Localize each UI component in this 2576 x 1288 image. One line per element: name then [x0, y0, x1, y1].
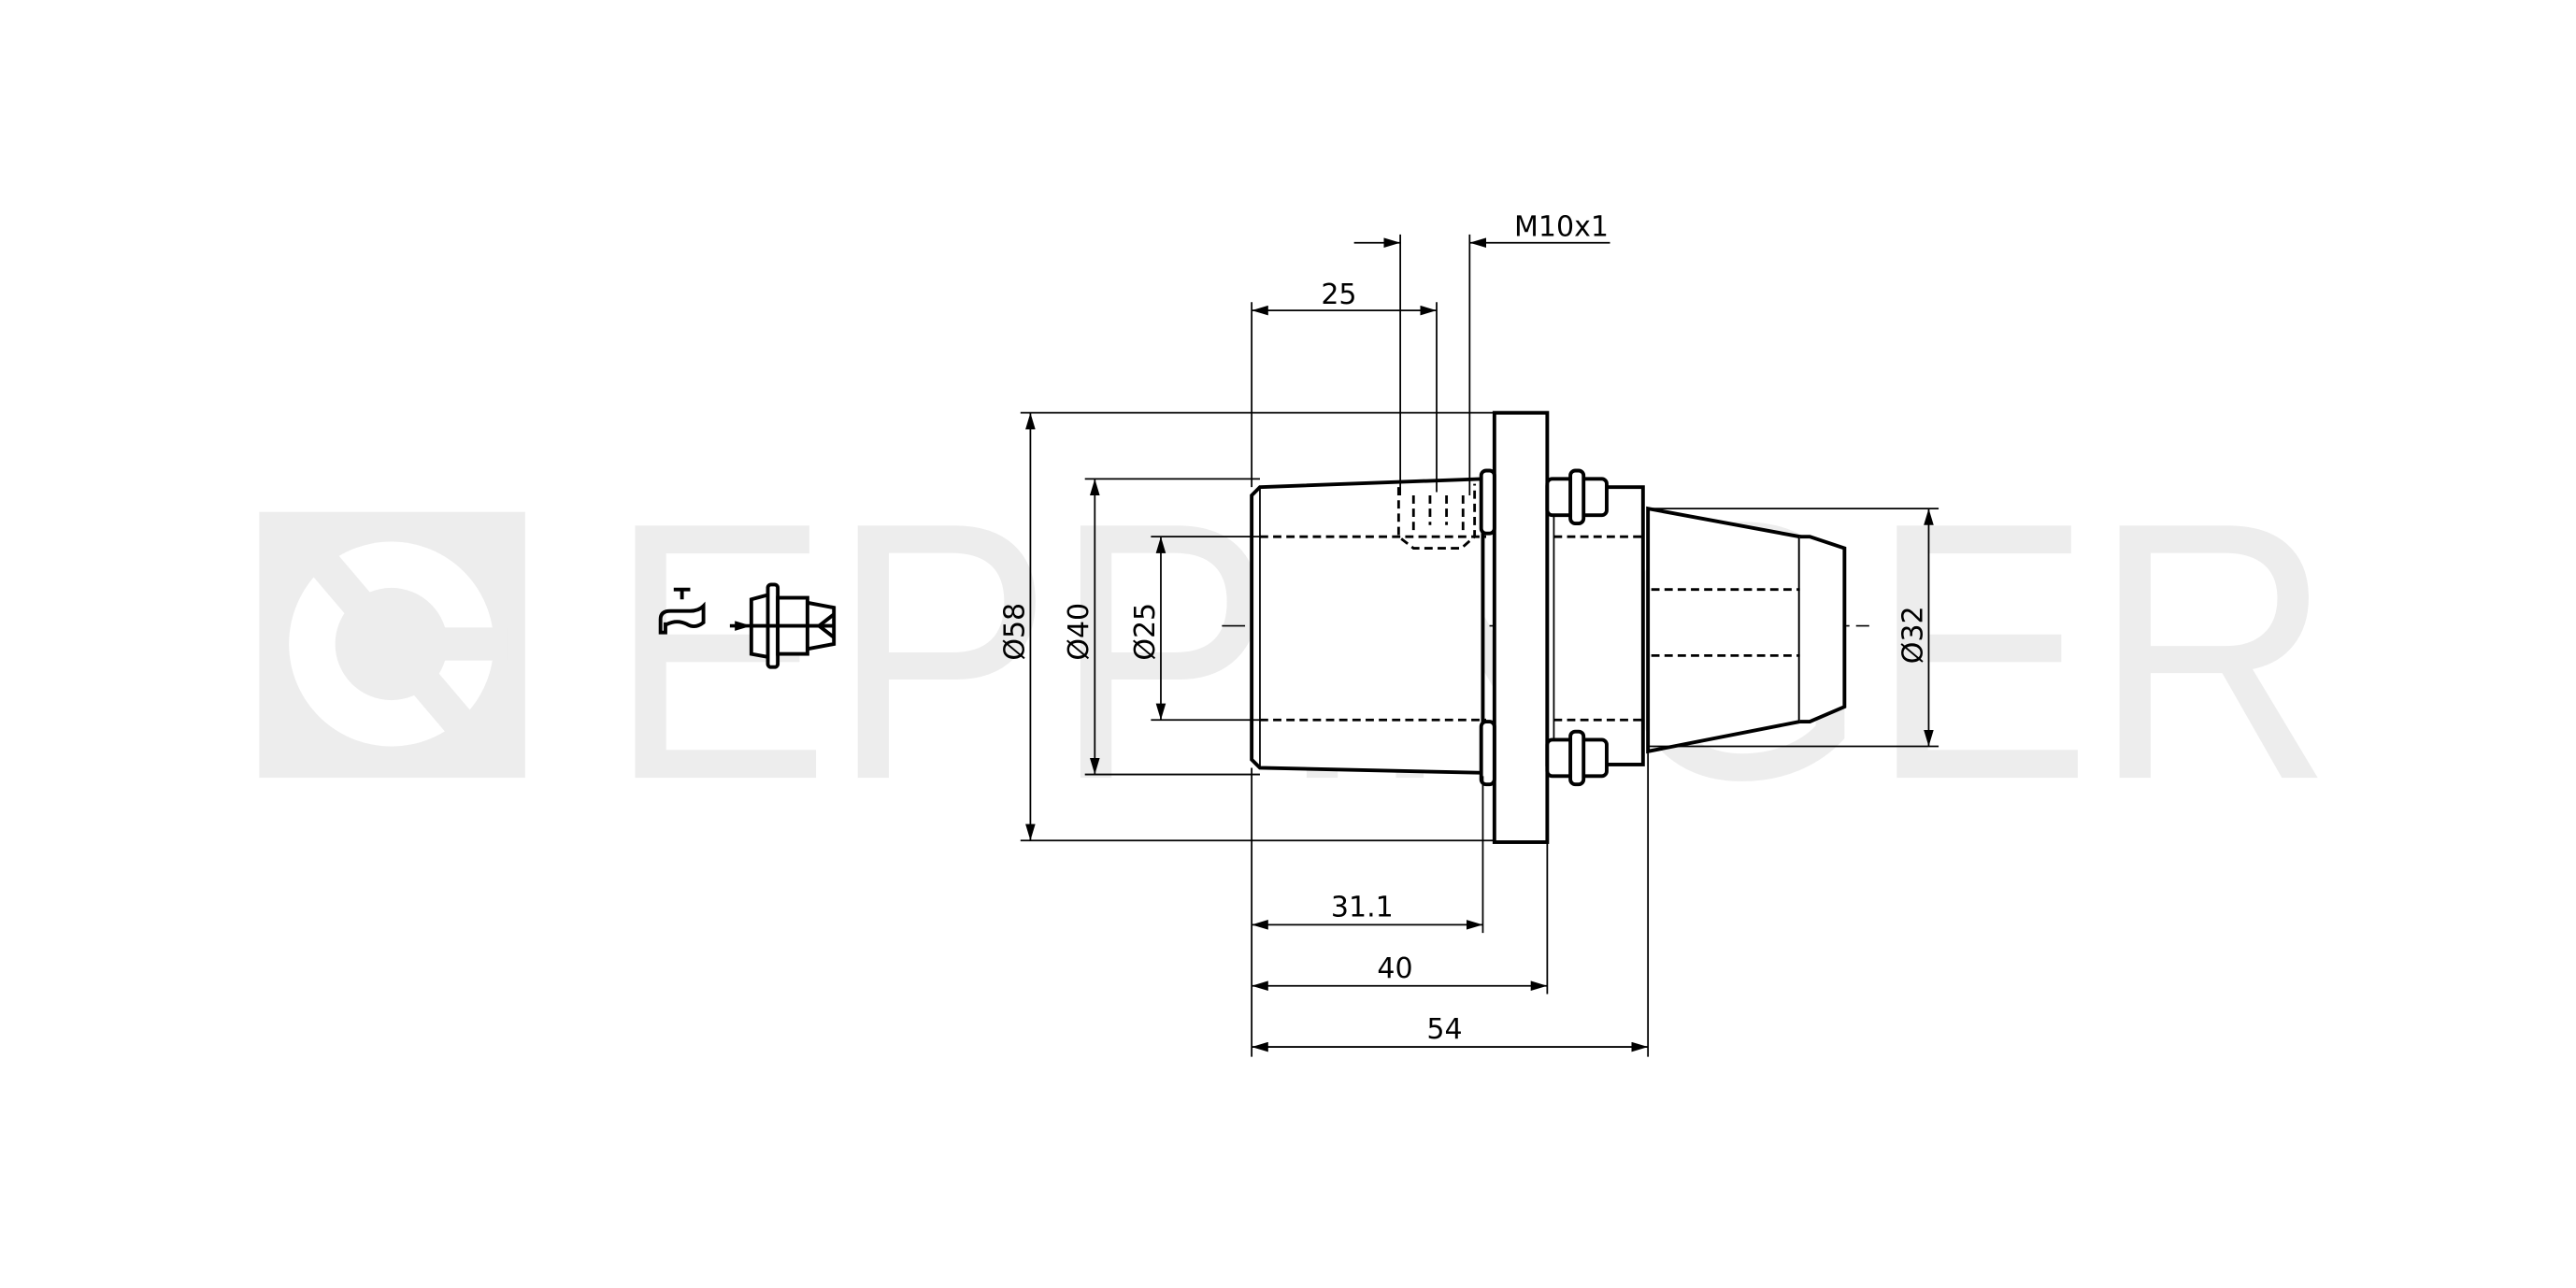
dimension-d40: Ø40: [1063, 478, 1260, 776]
dimension-31-1: 31.1: [1251, 767, 1484, 1057]
dimension-54: 54: [1252, 751, 1650, 1057]
dimension-d58: Ø58: [998, 411, 1495, 842]
dimension-thread: M10x1: [1353, 211, 1610, 495]
dimension-25: 25: [1251, 279, 1438, 493]
dimension-40: 40: [1252, 842, 1549, 995]
svg-text:Ø40: Ø40: [1063, 603, 1095, 661]
svg-text:M10x1: M10x1: [1514, 211, 1609, 244]
collar: [1545, 485, 1645, 766]
dimension-d25: Ø25: [1129, 536, 1260, 722]
tool-shank: [1250, 477, 1486, 775]
svg-text:Ø25: Ø25: [1129, 603, 1162, 661]
watermark-logo: [259, 511, 525, 779]
faucet-icon: [658, 587, 706, 635]
nut-bottom: [1545, 729, 1609, 787]
svg-text:Ø58: Ø58: [998, 603, 1031, 661]
nut-top: [1545, 468, 1609, 525]
taper-cone: [1646, 506, 1847, 754]
svg-text:40: 40: [1377, 952, 1412, 985]
svg-text:Ø32: Ø32: [1896, 606, 1929, 664]
toolholder-icon: [749, 582, 837, 669]
svg-text:54: 54: [1426, 1013, 1462, 1046]
svg-text:31.1: 31.1: [1331, 892, 1394, 924]
bolt-bottom-left: [1479, 720, 1496, 787]
flange: [1492, 410, 1550, 844]
svg-text:25: 25: [1321, 279, 1356, 311]
dimension-d32: Ø32: [1648, 508, 1939, 748]
bolt-top-left: [1479, 468, 1496, 536]
